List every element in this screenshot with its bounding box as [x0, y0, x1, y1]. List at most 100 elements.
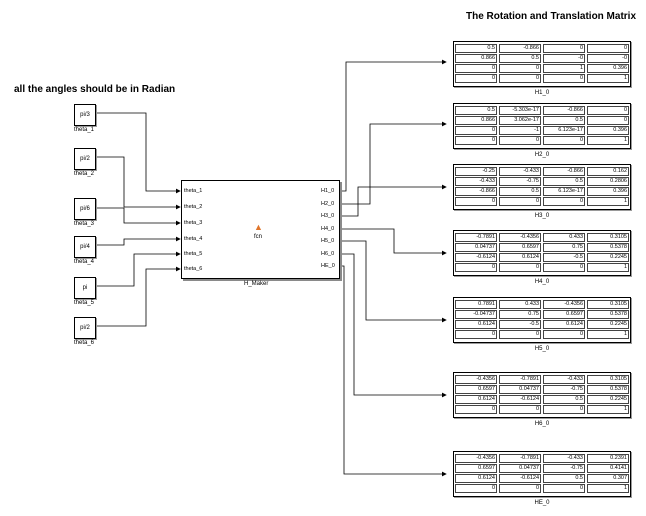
matrix-cell: 1 [587, 197, 629, 206]
matrix-cell: 0 [499, 405, 541, 414]
matrix-cell: -0.866 [543, 106, 585, 115]
h-maker-function-block[interactable] [181, 180, 340, 279]
matrix-cell: -0 [587, 54, 629, 63]
matrix-cell: 0 [543, 136, 585, 145]
constant-theta-1[interactable]: pi/3 [74, 104, 96, 126]
wire-theta-5 [96, 251, 181, 287]
matrix-cell: 0.2806 [587, 177, 629, 186]
input-port-label: theta_6 [184, 266, 203, 272]
matrix-cell: 0.6597 [455, 385, 497, 394]
wire-he [338, 265, 447, 477]
matrix-cell: 0 [499, 197, 541, 206]
matrix-cell: 0 [455, 484, 497, 493]
matrix-cell: 1 [587, 263, 629, 272]
constant-theta-4[interactable]: pi/4 [74, 236, 96, 258]
wire-h5 [338, 240, 447, 323]
input-port-label: theta_4 [184, 236, 203, 242]
matrix-cell: 0 [455, 405, 497, 414]
matrix-cell: 0.3105 [587, 375, 629, 384]
matrix-cell: -0.5 [499, 320, 541, 329]
matrix-cell: 0 [499, 263, 541, 272]
matrix-cell: -0.04737 [455, 310, 497, 319]
constant-label: theta_5 [73, 300, 95, 306]
matrix-cell: 0.396 [587, 64, 629, 73]
matrix-cell: 0 [499, 64, 541, 73]
function-block-name: H_Maker [244, 281, 269, 287]
matrix-cell: -0.75 [543, 464, 585, 473]
display-label: H5_0 [534, 346, 550, 352]
matrix-cell: 0 [587, 44, 629, 53]
constant-theta-2[interactable]: pi/2 [74, 148, 96, 170]
wire-theta-2 [96, 156, 181, 210]
matrix-cell: 0 [455, 330, 497, 339]
matlab-icon: ▲ [254, 222, 263, 232]
output-port-label: H5_0 [321, 238, 335, 244]
matrix-cell: 0.6124 [499, 253, 541, 262]
matrix-cell: 6.123e-17 [543, 126, 585, 135]
matrix-cell: 0.2245 [587, 253, 629, 262]
matrix-cell: -0.75 [543, 385, 585, 394]
wire-theta-1 [96, 112, 181, 194]
constant-label: theta_2 [73, 171, 95, 177]
matrix-cell: -0.6124 [499, 474, 541, 483]
matrix-cell: 1 [587, 405, 629, 414]
matrix-cell: 0 [543, 74, 585, 83]
matrix-cell: 0.75 [499, 310, 541, 319]
matrix-cell: 0.2245 [587, 320, 629, 329]
output-port-label: H6_0 [321, 251, 335, 257]
matrix-cell: 0.6597 [455, 464, 497, 473]
constant-theta-5[interactable]: pi [74, 277, 96, 299]
matrix-cell: -0.7891 [499, 375, 541, 384]
matrix-cell: -0.5 [543, 253, 585, 262]
matrix-cell: -0.7891 [499, 454, 541, 463]
matrix-cell: -0.433 [543, 454, 585, 463]
constant-label: theta_4 [73, 259, 95, 265]
matrix-cell: 0.162 [587, 167, 629, 176]
matrix-cell: 0 [543, 197, 585, 206]
matrix-cell: 0 [455, 263, 497, 272]
matrix-cell: -0.433 [499, 167, 541, 176]
matrix-cell: -1 [499, 126, 541, 135]
matrix-cell: 0.5378 [587, 310, 629, 319]
display-label: HE_0 [534, 500, 550, 506]
matrix-cell: 0.433 [499, 300, 541, 309]
constant-theta-6[interactable]: pi/2 [74, 317, 96, 339]
matrix-cell: -0.4356 [455, 375, 497, 384]
matrix-cell: 0 [587, 106, 629, 115]
matrix-cell: 3.062e-17 [499, 116, 541, 125]
input-port-label: theta_3 [184, 220, 203, 226]
fcn-label: fcn [254, 234, 263, 240]
constant-theta-3[interactable]: pi/6 [74, 198, 96, 220]
matrix-cell: 0 [499, 330, 541, 339]
output-port-label: H3_0 [321, 213, 335, 219]
matrix-cell: 0.307 [587, 474, 629, 483]
matrix-cell: 0.396 [587, 187, 629, 196]
input-port-label: theta_5 [184, 251, 203, 257]
constant-label: theta_6 [73, 340, 95, 346]
matrix-cell: 0 [499, 484, 541, 493]
matrix-cell: 0.433 [543, 233, 585, 242]
matrix-cell: 0 [543, 484, 585, 493]
